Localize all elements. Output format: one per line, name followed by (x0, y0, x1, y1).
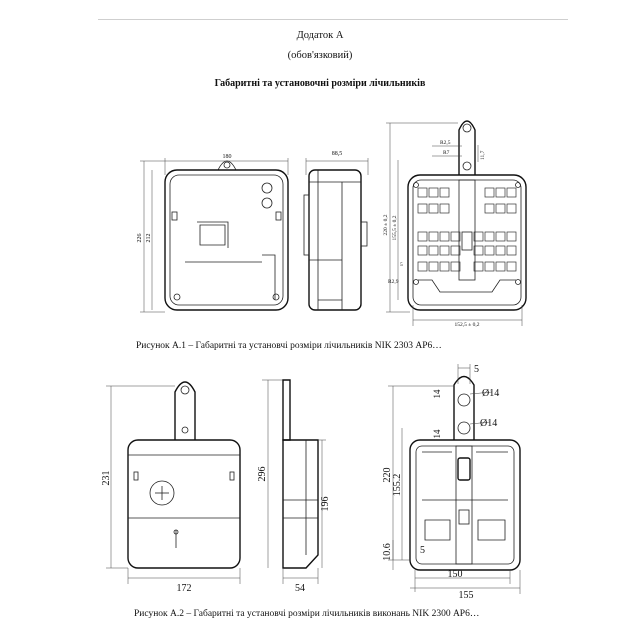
fig2-dim-w155: 155 (459, 590, 474, 601)
fig2-front-view (106, 381, 241, 584)
fig2-dim-five-bottom: 5 (420, 545, 425, 556)
figure-1-caption: Рисунок А.1 – Габаритні та установчі роз… (136, 341, 442, 351)
fig1-dim-mount-width: 152,5 ± 0,2 (454, 322, 479, 328)
fig1-dim-mount-inner: 155,5 ± 0,2 (392, 215, 398, 240)
fig1-dim-r25: R2,5 (440, 140, 451, 146)
fig2-dim-side-body: 196 (320, 497, 331, 512)
fig2-dim-top5: 5 (474, 364, 479, 375)
fig1-back-grid-right (473, 187, 517, 272)
fig1-dim-mount-height: 220 ± 0,2 (383, 214, 389, 235)
fig2-dim-14b: 14 (432, 429, 442, 439)
fig1-dim-depth: 88,5 (332, 151, 343, 157)
fig1-back-grid-left (417, 187, 461, 272)
fig2-dim-width-front: 172 (177, 583, 192, 594)
fig2-side-view (262, 379, 326, 584)
annex-mandatory-note: (обов'язковий) (287, 50, 353, 61)
fig1-dim-117: 11,7 (480, 150, 486, 160)
fig1-dim-height-body: 212 (146, 234, 152, 243)
fig1-side-view (303, 158, 369, 311)
fig1-dim-r7: R7 (443, 150, 450, 156)
top-rule (98, 19, 568, 20)
fig2-dim-height-total: 231 (101, 471, 112, 486)
fig2-dim-depth: 54 (295, 583, 305, 594)
fig2-dim-d14b: Ø14 (480, 418, 497, 429)
section-title: Габаритні та установочні розміри лічильн… (214, 78, 426, 89)
figure-2-caption: Рисунок А.2 – Габаритні та установчі роз… (134, 609, 480, 619)
fig2-dim-side-height: 296 (257, 467, 268, 482)
fig2-dim-mount-155: 155.2 (392, 474, 403, 497)
fig1-dim-height-total: 226 (137, 234, 143, 243)
fig2-dim-w150: 150 (448, 569, 463, 580)
fig2-dim-106: 10.6 (382, 543, 393, 561)
fig2-dim-d14a: Ø14 (482, 388, 499, 399)
annex-heading: Додаток А (296, 30, 344, 41)
fig2-dim-mount-220: 220 (382, 468, 393, 483)
fig1-back-view (386, 120, 527, 326)
fig1-front-view (140, 158, 289, 313)
fig1-dim-width-front: 180 (223, 154, 232, 160)
fig1-dim-r29: R2,9 (388, 279, 399, 285)
fig2-dim-14a: 14 (432, 389, 442, 399)
fig2-back-view (388, 364, 521, 594)
fig1-dim-5: 5 (400, 262, 403, 268)
